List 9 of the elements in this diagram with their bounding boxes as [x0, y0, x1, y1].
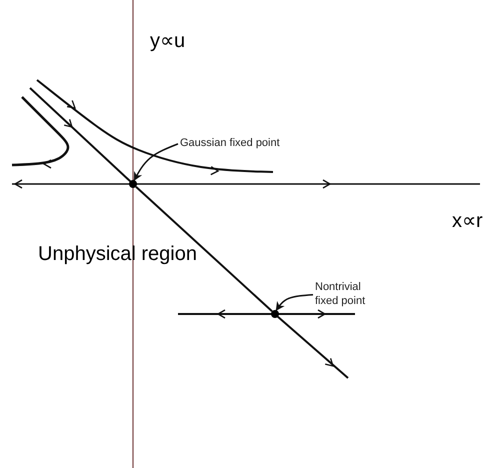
- leader-line: [134, 143, 178, 181]
- axis-label: x∝r: [452, 209, 483, 233]
- axis-label: y∝u: [150, 29, 186, 53]
- fixed-point-dot: [271, 310, 279, 318]
- leader-line: [276, 294, 314, 311]
- fixed-point-dot: [129, 180, 137, 188]
- flow-line: [135, 186, 273, 312]
- callout-text: Gaussian fixed point: [180, 137, 300, 151]
- callout-text: Nontrivial fixed point: [315, 281, 375, 308]
